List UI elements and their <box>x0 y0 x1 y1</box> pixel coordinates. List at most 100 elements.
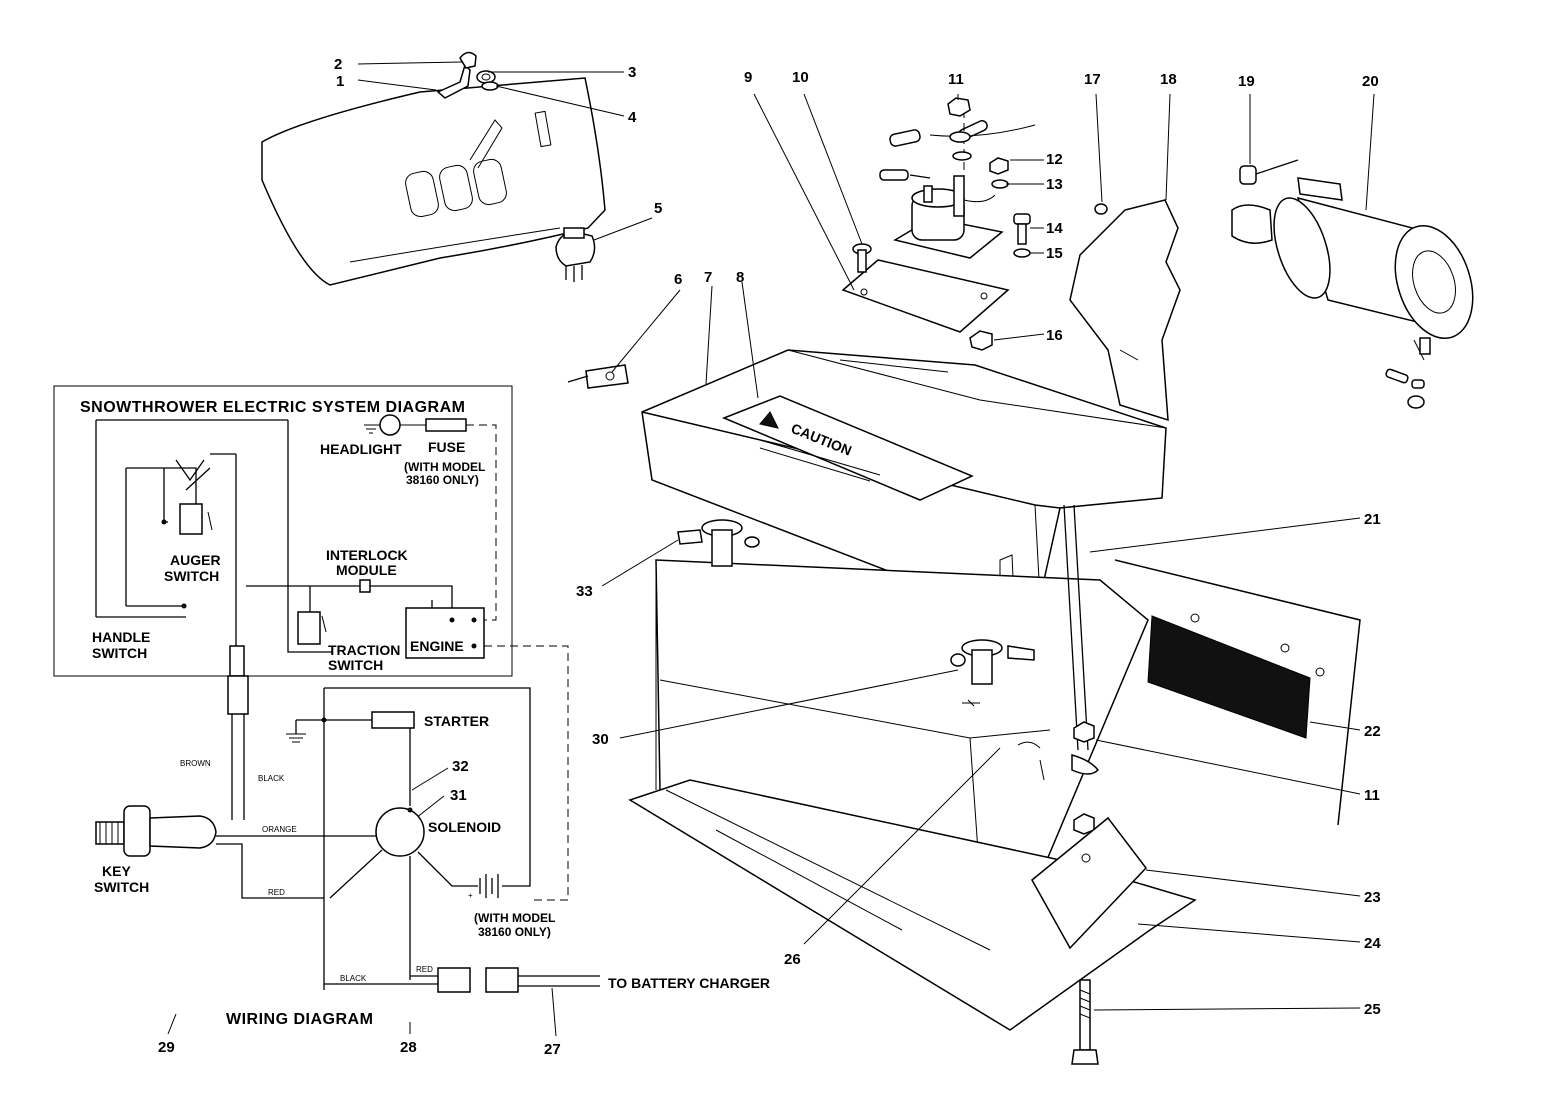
wire-red-bottom-label: RED <box>416 965 433 974</box>
callout-21: 21 <box>1364 511 1381 528</box>
callout-15: 15 <box>1046 245 1063 262</box>
key-switch-label-2: SWITCH <box>94 879 149 895</box>
callout-27: 27 <box>544 1041 561 1058</box>
pad-part-22 <box>1114 559 1361 826</box>
callout-16: 16 <box>1046 327 1063 344</box>
charger-label: TO BATTERY CHARGER <box>608 975 770 991</box>
bolt-part-14 <box>1013 213 1031 245</box>
callout-3: 3 <box>628 64 636 81</box>
handle-switch-label-1: HANDLE <box>92 629 150 645</box>
interlock-module-label-2: MODULE <box>336 562 397 578</box>
callout-10: 10 <box>792 69 809 86</box>
fuse-label: FUSE <box>428 439 465 455</box>
harness-plug-upper <box>229 645 245 677</box>
callout-26: 26 <box>784 951 801 968</box>
bracket-part-18 <box>1069 199 1181 422</box>
terminal-clamp-part-33 <box>677 519 760 567</box>
callout-14: 14 <box>1046 220 1063 237</box>
callout-33: 33 <box>576 583 593 600</box>
callout-numbers: 1 2 3 4 5 6 7 8 9 10 11 12 13 14 15 16 1… <box>158 56 1381 1058</box>
callout-28: 28 <box>400 1039 417 1056</box>
headlight-symbol <box>379 414 401 436</box>
callout-31: 31 <box>450 787 467 804</box>
starter-symbol <box>371 711 415 729</box>
key-switch-symbol <box>95 805 217 857</box>
key-part-2 <box>459 51 477 69</box>
callout-7: 7 <box>704 269 712 286</box>
callout-5: 5 <box>654 200 662 217</box>
callout-24: 24 <box>1364 935 1381 952</box>
wiring-diagram-title: WIRING DIAGRAM <box>226 1011 373 1028</box>
nut-part-12 <box>989 157 1009 175</box>
hold-down-rod-part-21 <box>1063 504 1100 775</box>
washer-stack <box>949 131 971 143</box>
engine-symbol <box>405 607 485 659</box>
callout-22: 22 <box>1364 723 1381 740</box>
traction-switch-symbol <box>297 611 321 645</box>
callout-19: 19 <box>1238 73 1255 90</box>
electric-system-diagram: SNOWTHROWER ELECTRIC SYSTEM DIAGRAM HEAD… <box>53 385 569 901</box>
callout-11-top: 11 <box>948 71 964 88</box>
traction-switch-label-2: SWITCH <box>328 657 383 673</box>
model-note-1: (WITH MODEL <box>474 911 555 925</box>
callout-9: 9 <box>744 69 752 86</box>
bracket-part-23 <box>1031 816 1147 950</box>
callout-leaders <box>167 61 1375 1037</box>
solenoid-symbol <box>375 807 425 857</box>
callout-20: 20 <box>1362 73 1379 90</box>
auger-switch-label-2: SWITCH <box>164 568 219 584</box>
bracket-part-6 <box>567 364 629 389</box>
callout-23: 23 <box>1364 889 1381 906</box>
nut-part-16 <box>969 330 993 351</box>
callout-11-bottom: 11 <box>1364 787 1380 804</box>
handle-switch-label-2: SWITCH <box>92 645 147 661</box>
bolt-part-19 <box>1239 159 1299 185</box>
clip-part-26 <box>1017 741 1045 781</box>
callout-13: 13 <box>1046 176 1063 193</box>
washer-part-13 <box>991 179 1009 189</box>
screw-part-17 <box>1094 203 1108 215</box>
lever-part-1 <box>436 63 471 99</box>
callout-4: 4 <box>628 109 637 126</box>
callout-8: 8 <box>736 269 744 286</box>
terminal-clamp-part-30 <box>950 639 1035 707</box>
wiring-diagram: BROWN BLACK KEY SWITCH ORANGE RED STARTE… <box>94 645 770 1028</box>
traction-switch-label-1: TRACTION <box>328 642 400 658</box>
model-note-2: 38160 ONLY) <box>478 925 551 939</box>
starter-motor-part-20 <box>1231 177 1474 409</box>
fuse-note-2: 38160 ONLY) <box>406 473 479 487</box>
washer-part-15 <box>1013 248 1031 258</box>
callout-1: 1 <box>336 73 344 90</box>
key-switch-label-1: KEY <box>102 863 131 879</box>
connector-part-5 <box>555 227 596 282</box>
fuse-note-1: (WITH MODEL <box>404 460 485 474</box>
base-tray-part-24 <box>628 779 1197 1031</box>
auger-switch-symbol <box>179 503 203 535</box>
fuse-symbol <box>425 418 467 432</box>
callout-17: 17 <box>1084 71 1101 88</box>
mounting-plate-part-9 <box>841 259 1010 333</box>
engine-label: ENGINE <box>410 638 464 654</box>
callout-6: 6 <box>674 271 682 288</box>
callout-18: 18 <box>1160 71 1177 88</box>
callout-29: 29 <box>158 1039 175 1056</box>
system-diagram-title: SNOWTHROWER ELECTRIC SYSTEM DIAGRAM <box>80 399 466 416</box>
washer-part-4 <box>481 81 499 91</box>
nut-part-3 <box>476 70 496 84</box>
callout-30: 30 <box>592 731 609 748</box>
battery-plus: + <box>468 891 473 900</box>
console-panel <box>261 77 606 286</box>
charger-plug-left <box>437 967 471 993</box>
interlock-module-label-1: INTERLOCK <box>326 547 408 563</box>
headlight-label: HEADLIGHT <box>320 441 402 457</box>
wire-black-top-label: BLACK <box>258 774 285 783</box>
callout-32: 32 <box>452 758 469 775</box>
charger-plug-right <box>485 967 519 993</box>
bolt-part-25 <box>1071 979 1099 1065</box>
starter-label: STARTER <box>424 713 489 729</box>
interlock-module-symbol <box>359 579 371 593</box>
callout-2: 2 <box>334 56 342 73</box>
wire-black-bottom-label: BLACK <box>340 974 367 983</box>
wire-brown-label: BROWN <box>180 759 211 768</box>
